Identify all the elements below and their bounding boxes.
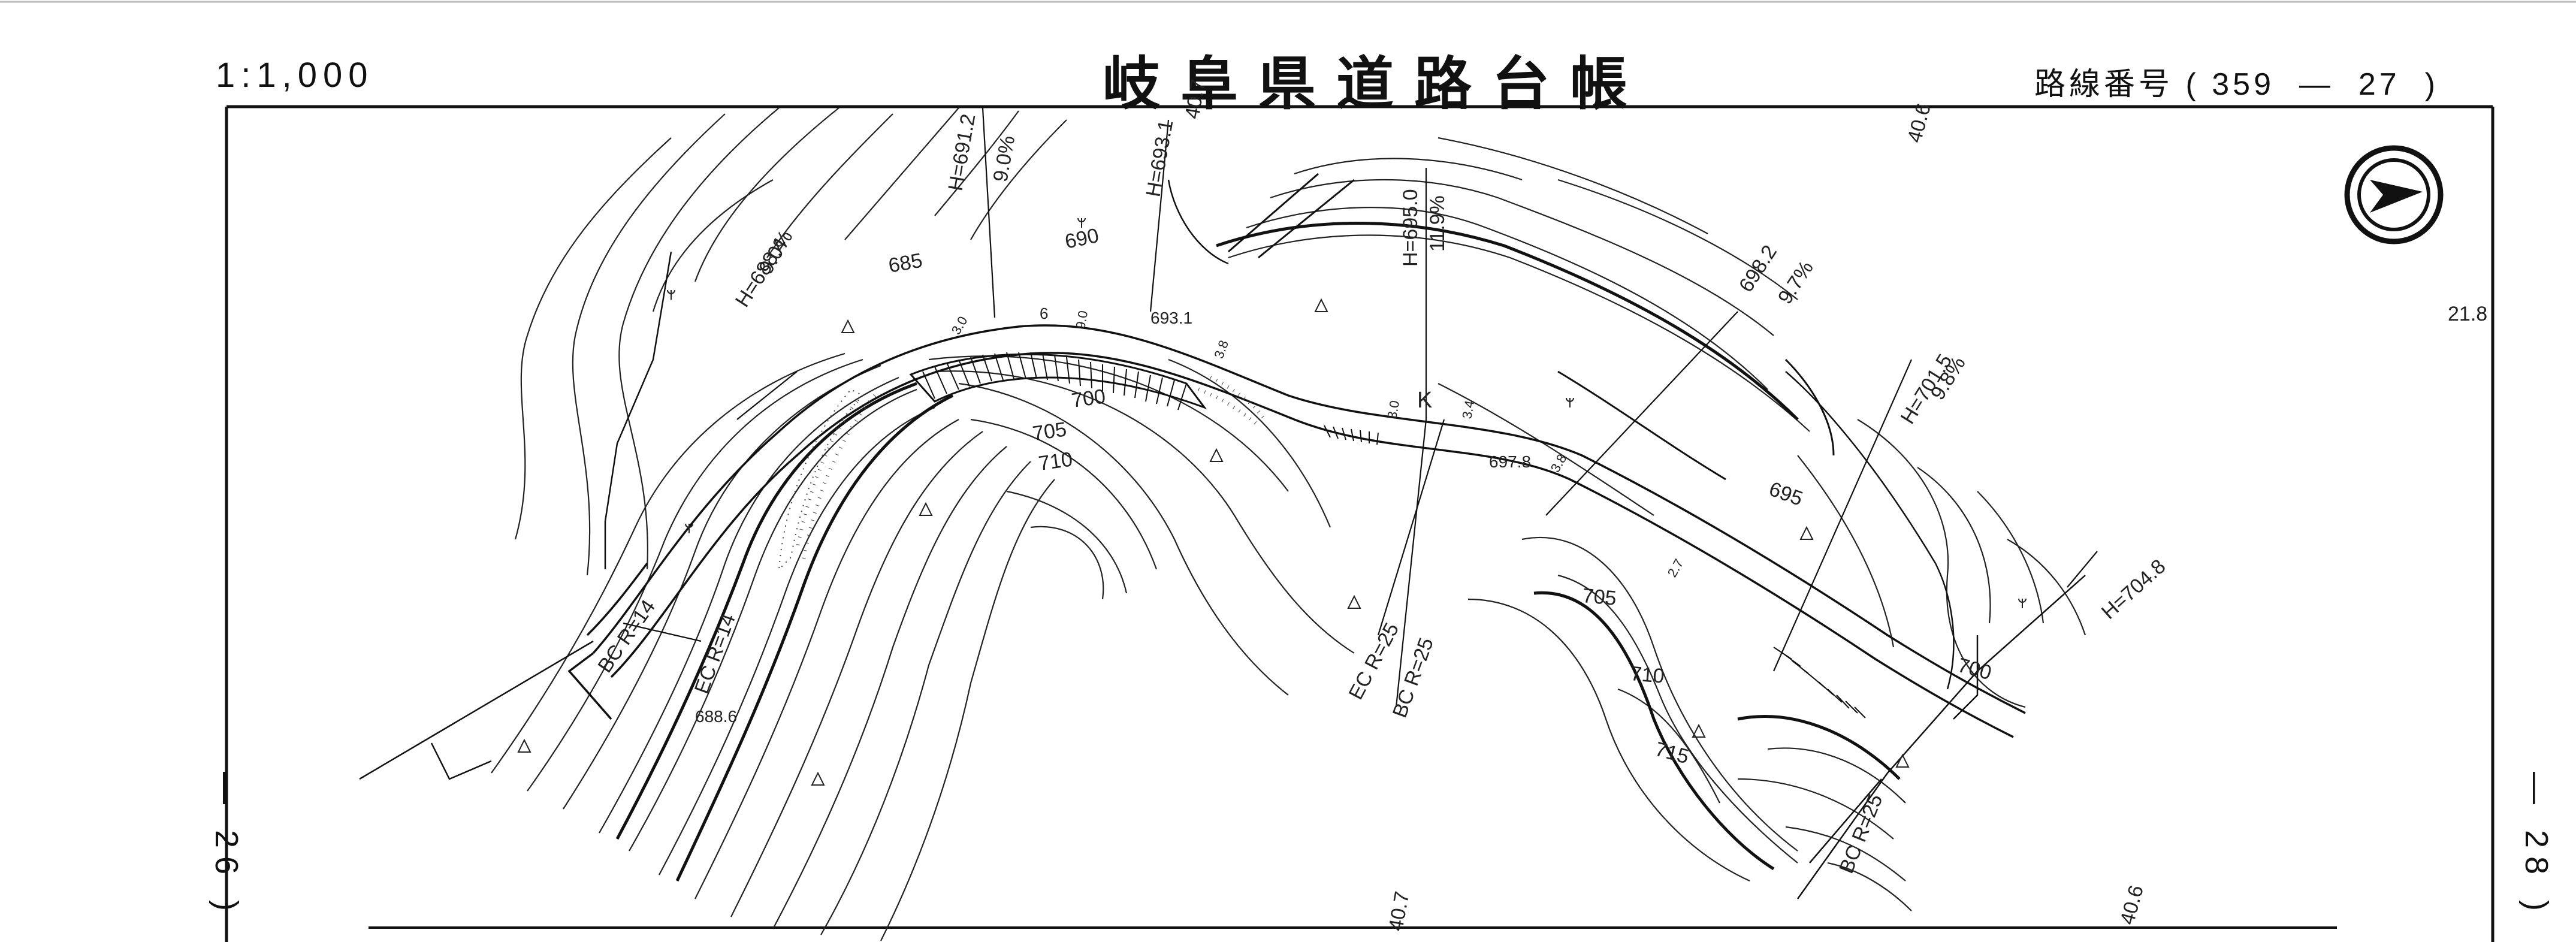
- contour-label: 693.1: [1150, 309, 1192, 327]
- section-lines: [623, 107, 2098, 708]
- edge-value: 21.8: [2448, 303, 2487, 325]
- height-label: 688.6: [695, 707, 737, 726]
- contour-label: 690: [1063, 224, 1101, 253]
- north-arrow-icon: [2344, 145, 2444, 244]
- map-labels: 685 690 693.1 700 705 710 695 700 705 71…: [593, 78, 2487, 933]
- contour-label: 715: [1653, 738, 1692, 768]
- height-label: 698.2: [1735, 241, 1781, 296]
- contour-label: 685: [887, 249, 924, 277]
- dimension-label: 3.4: [1459, 399, 1477, 419]
- dimension-label: 9.0: [1073, 309, 1091, 330]
- route-dash: —: [2299, 67, 2334, 102]
- grade-label: 9.7%: [1774, 257, 1818, 309]
- curve-label: BC R=25: [1388, 635, 1438, 721]
- road-centerline: [567, 324, 2026, 738]
- edge-value: 40.7: [1384, 890, 1414, 933]
- dimension-label: 3.0: [949, 314, 971, 337]
- slope-hatch: [922, 352, 1866, 718]
- dimension-label: 3.8: [1211, 338, 1231, 360]
- dimension-label: 6: [1040, 304, 1048, 322]
- height-label: H=704.8: [2097, 555, 2170, 624]
- route-minor: 27: [2358, 67, 2400, 102]
- height-label: 697.8: [1489, 452, 1531, 471]
- height-label: H=691.2: [944, 112, 980, 192]
- route-number: 路線番号 ( 359 — 27 ): [2034, 59, 2439, 104]
- curve-label: EC R=25: [1345, 619, 1404, 703]
- contour-label: 705: [1581, 584, 1617, 610]
- contour-lines: [491, 107, 2086, 941]
- index-contours: [615, 222, 1901, 882]
- scale-label: 1:1,000: [216, 56, 374, 95]
- contour-label: 700: [1070, 385, 1107, 412]
- dimension-label: 2.7: [1665, 557, 1687, 580]
- retaining-wall: [909, 353, 1207, 410]
- fill-area: [778, 376, 1266, 571]
- map-frame: [225, 105, 2495, 942]
- height-label: H=695.0: [1399, 189, 1422, 267]
- dimension-label: 3.0: [1384, 399, 1402, 419]
- vegetation-symbols: [517, 218, 2027, 786]
- contour-label: 710: [1037, 448, 1074, 475]
- grade-label: 11.9%: [1426, 195, 1449, 252]
- height-label: H=693.1: [1141, 118, 1177, 198]
- contour-label: 710: [1629, 662, 1665, 688]
- curve-label: EC R=14: [690, 611, 740, 697]
- route-close: ): [2424, 67, 2439, 102]
- curve-label: BC R=14: [593, 596, 660, 677]
- boundary-lines: [359, 179, 2086, 899]
- route-open: (: [2185, 67, 2200, 102]
- curve-label: BC R=25: [1835, 791, 1887, 877]
- edge-value: 40.7: [1180, 78, 1210, 121]
- edge-value: 40.6: [2116, 883, 2148, 927]
- side-road: [1228, 173, 1835, 481]
- point-mark: K: [1417, 388, 1432, 413]
- route-label: 路線番号: [2034, 67, 2174, 102]
- contour-label: 695: [1766, 478, 1805, 511]
- contour-label: 705: [1031, 418, 1068, 445]
- route-major: 359: [2212, 67, 2275, 102]
